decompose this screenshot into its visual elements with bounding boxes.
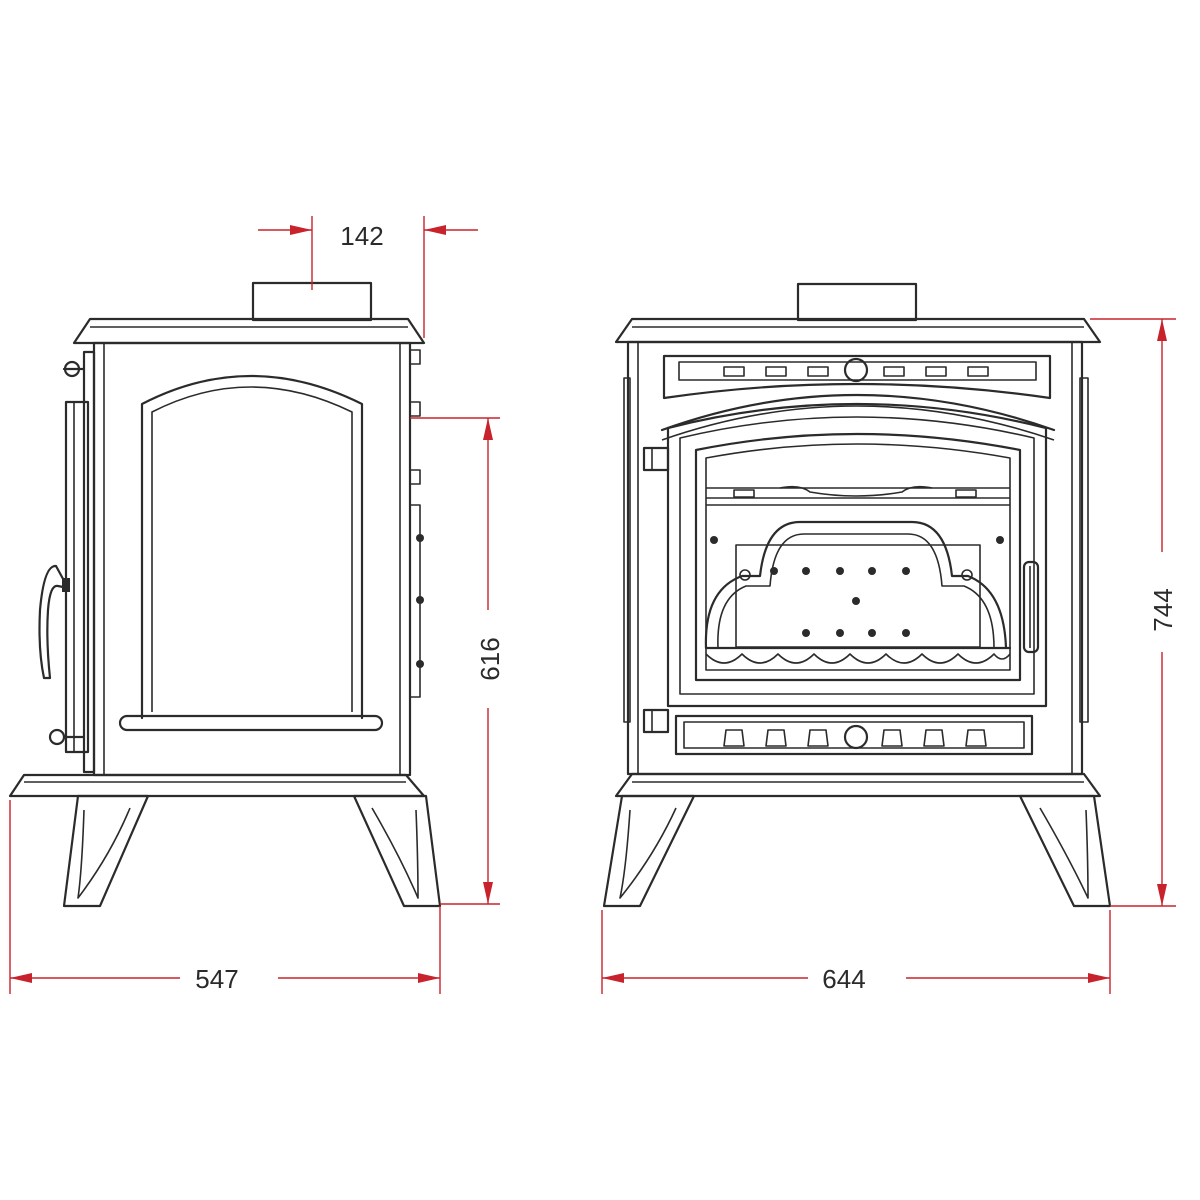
side-door-handle [38,564,70,680]
side-leg-back [352,794,442,908]
front-flue-collar [796,282,918,322]
side-panel-ledge [118,714,384,732]
front-top-band [662,354,1052,400]
dim-label-616: 616 [475,637,505,680]
front-view [602,282,1112,908]
side-knob-bottom [48,728,66,746]
front-door-handle [1022,560,1040,654]
front-ashpan-air-control [843,724,869,750]
dimension-644: 644 [601,910,1111,994]
front-ashpan-panel [674,714,1034,756]
front-hinge-bottom [642,708,670,734]
dimension-744: 744 [1090,318,1178,907]
side-hearth-plate [8,773,426,798]
side-view [8,281,442,908]
side-top-plate [72,317,426,345]
front-top-plate [614,317,1102,344]
front-grate [705,653,1011,664]
side-door-profile [64,400,90,754]
dim-label-644: 644 [822,964,865,994]
front-hearth-plate [614,772,1102,798]
dimension-616: 616 [410,417,505,905]
dim-label-142: 142 [340,221,383,251]
dim-label-744: 744 [1148,588,1178,631]
dimension-142: 142 [258,216,478,338]
front-glass-window [694,432,1022,682]
side-leg-front [62,794,150,908]
dim-label-547: 547 [195,964,238,994]
front-log-retainer [704,520,1008,650]
front-leg-left [602,794,696,908]
dimension-547: 547 [9,800,441,994]
side-arched-panel [140,374,364,720]
front-top-air-control [843,357,869,383]
front-door [666,402,1048,708]
front-hinge-top [642,446,670,472]
